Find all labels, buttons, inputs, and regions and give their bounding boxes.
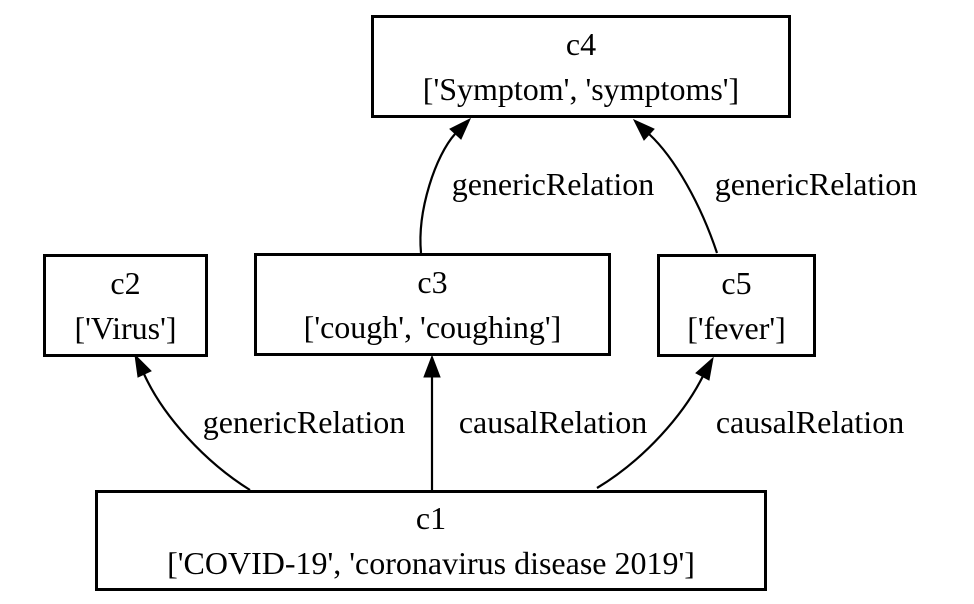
arrowhead-c1-c5-icon xyxy=(695,356,714,381)
arrowhead-c3-c4-icon xyxy=(449,117,472,140)
node-c4-terms: ['Symptom', 'symptoms'] xyxy=(422,70,740,107)
edge-c3-c4 xyxy=(419,133,456,254)
node-c3: c3 ['cough', 'coughing'] xyxy=(254,253,611,356)
edge-label-c1-c2: genericRelation xyxy=(202,404,406,440)
edge-c1-c2 xyxy=(142,373,251,491)
node-c4: c4 ['Symptom', 'symptoms'] xyxy=(371,15,791,118)
arrowhead-c1-c2-icon xyxy=(134,353,152,378)
node-c2: c2 ['Virus'] xyxy=(43,254,208,357)
edge-c1-c5 xyxy=(596,375,704,489)
edge-label-c1-c3: causalRelation xyxy=(458,404,648,440)
node-c5: c5 ['fever'] xyxy=(657,254,816,357)
edge-label-c1-c5: causalRelation xyxy=(715,404,905,440)
node-c5-terms: ['fever'] xyxy=(687,309,786,346)
edge-label-c3-c4: genericRelation xyxy=(451,166,655,202)
node-c2-terms: ['Virus'] xyxy=(74,309,177,346)
edge-c5-c4 xyxy=(648,133,719,254)
node-c3-terms: ['cough', 'coughing'] xyxy=(303,308,562,345)
arrowhead-c5-c4-icon xyxy=(632,118,655,141)
node-c1: c1 ['COVID-19', 'coronavirus disease 201… xyxy=(95,490,767,591)
node-c3-id: c3 xyxy=(417,263,448,300)
node-c1-id: c1 xyxy=(415,499,447,536)
edge-label-c5-c4: genericRelation xyxy=(714,166,918,202)
node-c4-id: c4 xyxy=(565,25,597,62)
node-c5-id: c5 xyxy=(721,264,752,301)
arrowhead-c1-c3-icon xyxy=(423,354,441,378)
node-c2-id: c2 xyxy=(110,264,141,301)
node-c1-terms: ['COVID-19', 'coronavirus disease 2019'] xyxy=(167,544,695,581)
